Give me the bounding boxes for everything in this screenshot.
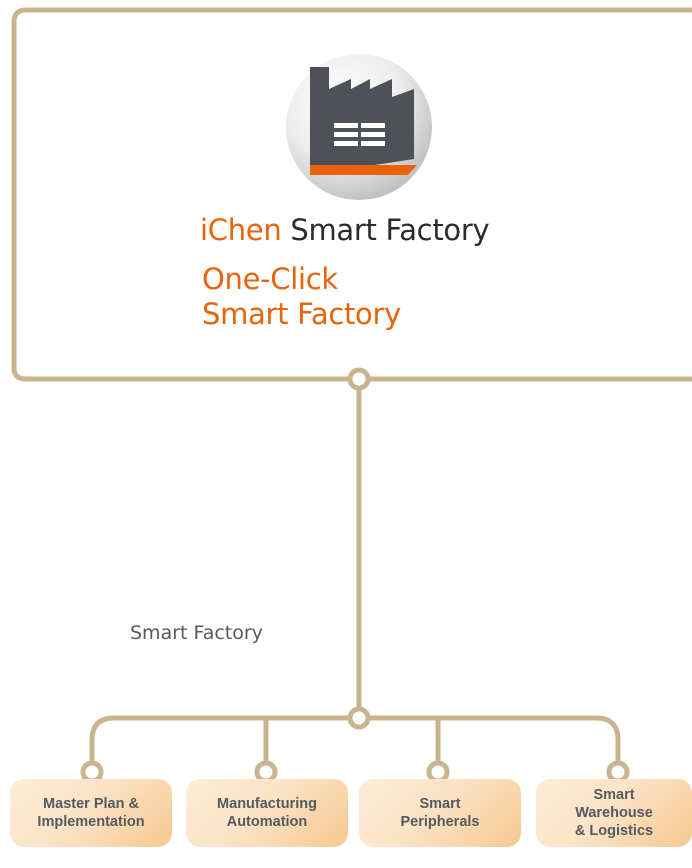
factory-icon <box>310 67 417 175</box>
page-title: iChen Smart Factory <box>200 213 490 247</box>
card-label-line: Implementation <box>37 814 145 830</box>
tagline-line-2: Smart Factory <box>202 297 401 331</box>
card-label-line: Master Plan & <box>43 796 139 812</box>
factory-logo <box>284 52 434 202</box>
card-label-line: Smart <box>419 796 461 812</box>
card-master-plan[interactable]: Master Plan & Implementation <box>10 779 172 847</box>
tagline: One-Click Smart Factory <box>202 262 401 332</box>
card-label-line: Manufacturing <box>217 796 317 812</box>
tagline-line-1: One-Click <box>202 262 338 296</box>
hub-node <box>347 706 371 730</box>
card-label-line: & Logistics <box>574 823 654 839</box>
card-smart-warehouse[interactable]: Smart Warehouse & Logistics <box>536 779 692 847</box>
card-smart-peripherals[interactable]: Smart Peripherals <box>359 779 521 847</box>
card-label-line: Smart <box>593 787 635 803</box>
brand-name: iChen <box>200 213 282 247</box>
card-label-line: Peripherals <box>400 814 480 830</box>
card-label-line: Warehouse <box>575 805 653 821</box>
branch-label: Smart Factory <box>130 622 263 644</box>
card-manufacturing-automation[interactable]: Manufacturing Automation <box>186 779 348 847</box>
title-text: Smart Factory <box>290 213 490 247</box>
card-label-line: Automation <box>226 814 308 830</box>
header-frame <box>11 7 692 382</box>
top-node <box>347 367 371 391</box>
